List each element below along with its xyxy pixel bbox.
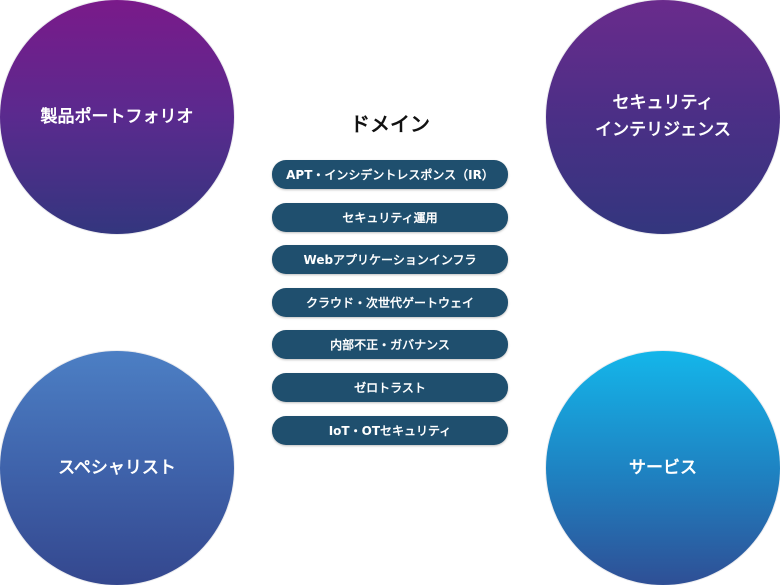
- domain-list: APT・インシデントレスポンス（IR） セキュリティ運用 Webアプリケーション…: [272, 160, 508, 458]
- domain-item: セキュリティ運用: [272, 202, 508, 232]
- domain-item: Webアプリケーションインフラ: [272, 245, 508, 275]
- circle-label: 製品ポートフォリオ: [40, 106, 194, 127]
- circle-label: サービス: [629, 457, 697, 478]
- domain-item: APT・インシデントレスポンス（IR）: [272, 160, 508, 189]
- domain-title: ドメイン: [350, 112, 430, 136]
- domain-item: ゼロトラスト: [272, 372, 508, 402]
- domain-item: 内部不正・ガバナンス: [272, 330, 508, 360]
- circle-specialist: スペシャリスト: [0, 351, 234, 585]
- domain-item: クラウド・次世代ゲートウェイ: [272, 287, 508, 317]
- circle-label: セキュリティ インテリジェンス: [595, 93, 731, 140]
- circle-security-intelligence: セキュリティ インテリジェンス: [546, 0, 780, 234]
- circle-service: サービス: [546, 351, 780, 585]
- circle-product-portfolio: 製品ポートフォリオ: [0, 0, 234, 234]
- circle-label: スペシャリスト: [58, 457, 176, 478]
- domain-item: IoT・OTセキュリティ: [272, 415, 508, 445]
